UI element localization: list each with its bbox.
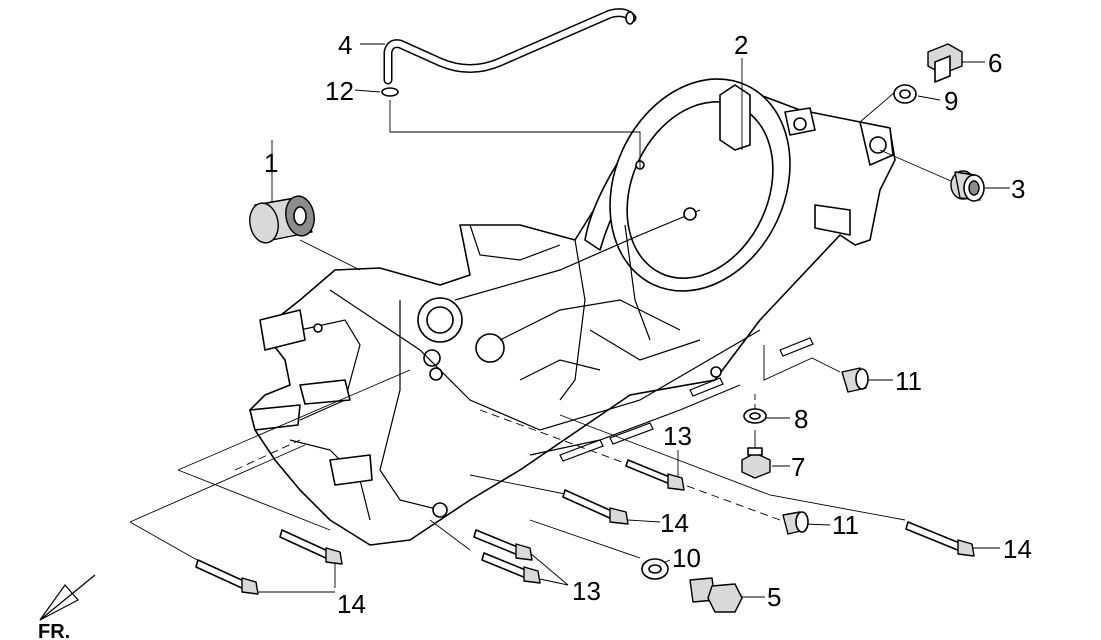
callout-5: 5	[767, 582, 781, 612]
bolt-part-13-lower-b	[481, 552, 541, 584]
callout-14-right: 14	[1003, 534, 1032, 564]
callout-6: 6	[988, 48, 1002, 78]
callout-1: 1	[264, 148, 278, 178]
callout-11-upper: 11	[895, 366, 922, 396]
drain-bolt-part-5	[689, 577, 743, 613]
callout-13-upper: 13	[663, 421, 692, 451]
front-marker-label: FR.	[38, 621, 70, 640]
dowel-part-11-upper	[841, 367, 869, 393]
callout-14-middle: 14	[660, 508, 689, 538]
dowel-part-11-lower	[782, 511, 809, 535]
callout-10: 10	[672, 543, 701, 573]
bolt-part-14-middle	[562, 489, 629, 525]
clip-part-12	[381, 87, 399, 97]
bolt-part-14-right	[905, 521, 975, 557]
breather-tube-part-4	[383, 8, 637, 85]
callout-2: 2	[734, 30, 748, 60]
callout-14-lower: 14	[337, 589, 366, 619]
callout-3: 3	[1011, 174, 1025, 204]
callout-9: 9	[944, 86, 958, 116]
callout-11-lower: 11	[832, 510, 859, 540]
callout-8: 8	[794, 404, 808, 434]
callout-12: 12	[325, 76, 354, 106]
bolt-part-14-left-a	[279, 529, 343, 565]
washer-part-10	[641, 558, 669, 580]
bolt-part-13-lower-a	[473, 529, 533, 561]
bolt-part-14-left-b	[195, 559, 259, 595]
callout-4: 4	[338, 30, 352, 60]
callout-7: 7	[791, 452, 805, 482]
washer-part-9	[893, 84, 917, 104]
bolt-part-13-upper	[625, 459, 685, 491]
plug-part-6	[927, 43, 963, 83]
crankcase-half	[249, 78, 896, 546]
dowel-part-3	[950, 170, 985, 202]
bearing-part-1	[249, 195, 315, 244]
washer-part-8	[743, 408, 767, 424]
front-direction-arrow-icon	[39, 574, 96, 621]
drain-plug-part-7	[741, 447, 771, 479]
callout-13-lower: 13	[572, 576, 601, 606]
